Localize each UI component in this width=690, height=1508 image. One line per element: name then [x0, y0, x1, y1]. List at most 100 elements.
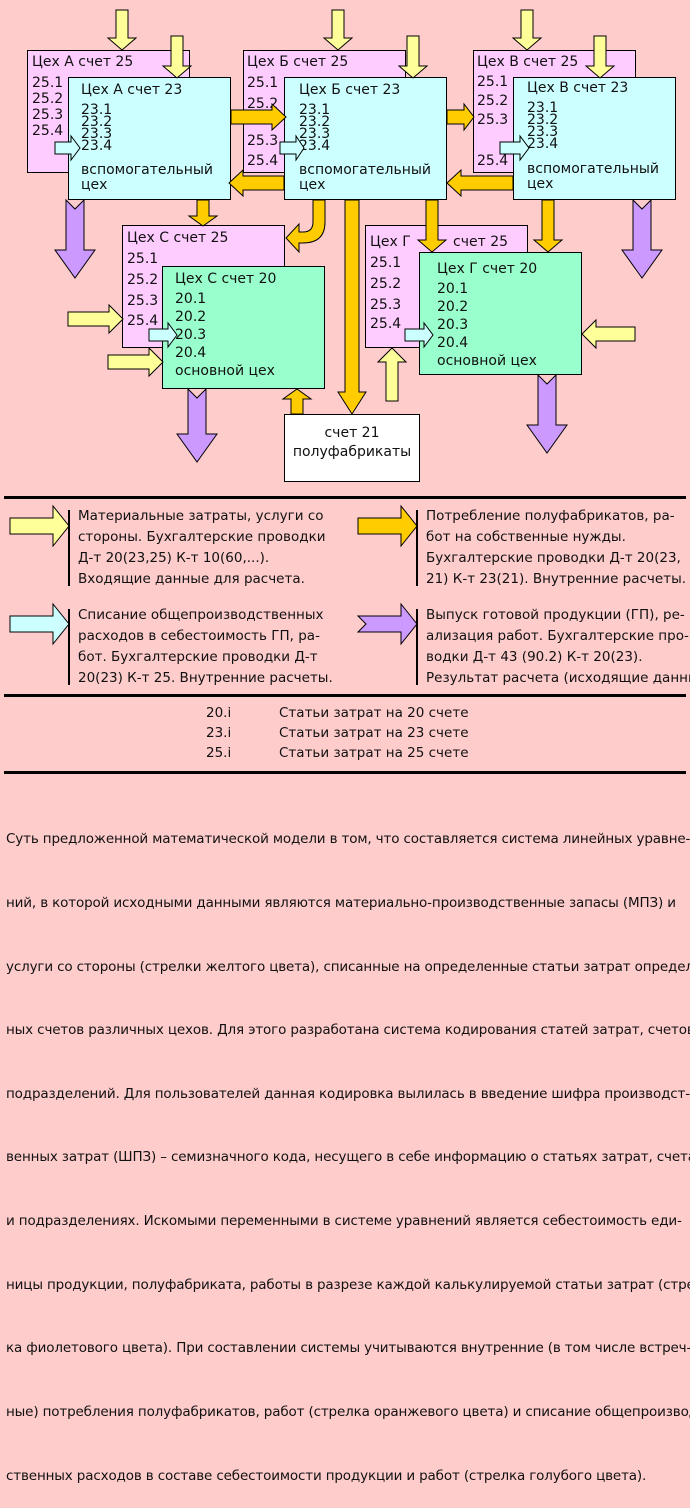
legend-purple-arrow: [356, 602, 418, 646]
orange-flow-arrow: [228, 168, 285, 198]
cost-item: 23.3: [299, 126, 331, 142]
box-title: Цех В счет 23: [527, 80, 629, 96]
purple-output-arrow: [176, 387, 218, 463]
paragraph-line: ний, в которой исходными данными являютс…: [6, 895, 676, 912]
cost-item: 25.3: [247, 133, 279, 149]
cost-item: 20.1: [437, 281, 469, 297]
workshop-b-account-23: Цех Б счет 23 23.1 23.2 23.3 23.4 вспомо…: [284, 77, 447, 200]
legend-line: Потребление полуфабрикатов, ра-: [426, 508, 675, 524]
paragraph-line: венных затрат (ШПЗ) – семизначного кода,…: [6, 1149, 690, 1166]
paragraph-line: и подразделениях. Искомыми переменными в…: [6, 1213, 682, 1230]
cost-item: 25.2: [32, 91, 64, 107]
cost-item: 20.4: [175, 345, 207, 361]
code-desc: Статьи затрат на 23 счете: [279, 725, 469, 741]
legend-line: водки Д-т 43 (90.2) К-т 20(23).: [426, 649, 643, 665]
paragraph-line: ка фиолетового цвета). При составлении с…: [6, 1340, 690, 1357]
cost-item: 23.4: [81, 138, 113, 154]
paragraph-line: ных счетов различных цехов. Для этого ра…: [6, 1022, 690, 1039]
legend-line: Бухгалтерские проводки Д-т 20(23,: [426, 550, 681, 566]
account-21-sublabel: полуфабрикаты: [292, 444, 412, 460]
legend-cyan-arrow: [9, 602, 70, 646]
code: 25.i: [206, 745, 232, 761]
code: 20.i: [206, 705, 232, 721]
cost-item: 25.3: [477, 112, 509, 128]
paragraph-line: ственных расходов в составе себестоимост…: [6, 1467, 647, 1484]
workshop-type: вспомогательный: [81, 162, 214, 178]
cost-item: 25.1: [127, 251, 159, 267]
account-21-semifinished: счет 21 полуфабрикаты: [284, 414, 420, 482]
cost-item: 20.2: [437, 299, 469, 315]
cost-item: 23.1: [299, 102, 331, 118]
legend-orange-text: Потребление полуфабрикатов, ра- бот на с…: [426, 506, 686, 590]
cost-item: 23.2: [299, 114, 331, 130]
legend-line: бот на собственные нужды.: [426, 529, 626, 545]
workshop-type: вспомогательный: [527, 161, 660, 177]
code-desc: Статьи затрат на 20 счете: [279, 705, 469, 721]
divider: [4, 496, 686, 499]
legend-line: расходов в себестоимость ГП, ра-: [78, 628, 320, 644]
account-21-label: счет 21: [324, 425, 380, 441]
cost-item: 25.2: [477, 93, 509, 109]
workshop-v-account-23: Цех В счет 23 23.1 23.2 23.3 23.4 вспомо…: [513, 77, 676, 200]
cost-item: 25.2: [247, 96, 279, 112]
legend-bar: [68, 510, 70, 586]
legend-line: 20(23) К-т 25. Внутренние расчеты.: [78, 670, 333, 686]
cost-item: 23.4: [527, 136, 559, 152]
cost-item: 25.1: [32, 75, 64, 91]
paragraph-line: ные) потребления полуфабрикатов, работ (…: [6, 1403, 690, 1420]
cost-item: 20.3: [437, 317, 469, 333]
workshop-c-account-20: Цех С счет 20 20.1 20.2 20.3 20.4 основн…: [162, 266, 325, 389]
yellow-input-arrow: [67, 303, 124, 335]
workshop-type: основной цех: [175, 363, 275, 379]
purple-output-arrow: [54, 198, 96, 279]
yellow-input-arrow: [376, 347, 408, 402]
legend-line: Выпуск готовой продукции (ГП), ре-: [426, 607, 685, 623]
legend-line: 21) К-т 23(21). Внутренние расчеты.: [426, 571, 687, 587]
workshop-g-account-20: Цех Г счет 20 20.1 20.2 20.3 20.4 основн…: [419, 252, 582, 375]
legend-purple-text: Выпуск готовой продукции (ГП), ре- ализа…: [426, 605, 690, 689]
legend-line: Материальные затраты, услуги со: [78, 508, 324, 524]
purple-output-arrow: [621, 198, 663, 279]
cost-item: 25.4: [370, 316, 402, 332]
cost-item: 20.3: [175, 327, 207, 343]
cost-item: 25.4: [247, 153, 279, 169]
legend-arrows: [9, 504, 418, 646]
cost-item: 25.2: [127, 272, 159, 288]
cost-item: 25.1: [247, 75, 279, 91]
orange-flow-arrow: [446, 102, 475, 132]
legend-yellow-text: Материальные затраты, услуги со стороны.…: [78, 506, 326, 590]
box-title: Цех Г: [370, 234, 411, 250]
cost-flow-diagram: Цех А счет 25 25.1 25.2 25.3 25.4 Цех А …: [0, 0, 690, 490]
cost-item: 20.2: [175, 309, 207, 325]
cost-item: 25.4: [127, 313, 159, 329]
cost-item: 25.3: [32, 107, 64, 123]
legend-line: Списание общепроизводственных: [78, 607, 324, 623]
workshop-type: основной цех: [437, 353, 537, 369]
workshop-type: цех: [299, 177, 326, 193]
description-paragraph: Суть предложенной математической модели …: [6, 787, 690, 1508]
legend-line: ализация работ. Бухгалтерские про-: [426, 628, 689, 644]
box-title: Цех А счет 25: [32, 54, 134, 70]
cost-item: 25.2: [370, 276, 402, 292]
cost-item: 25.1: [477, 74, 509, 90]
legend-line: бот. Бухгалтерские проводки Д-т: [78, 649, 318, 665]
legend-line: стороны. Бухгалтерские проводки: [78, 529, 326, 545]
paragraph-line: Суть предложенной математической модели …: [6, 831, 690, 848]
box-title: Цех Б счет 25: [247, 54, 349, 70]
workshop-type: цех: [81, 177, 108, 193]
cost-item: 23.1: [527, 100, 559, 116]
orange-curved-arrow: [285, 199, 326, 254]
cost-item: 23.4: [299, 138, 331, 154]
box-title: Цех В счет 25: [477, 54, 579, 70]
legend-line: Д-т 20(23,25) К-т 10(60,...).: [78, 550, 270, 566]
workshop-type: цех: [527, 176, 554, 192]
code-desc: Статьи затрат на 25 счете: [279, 745, 469, 761]
box-title: Цех Б счет 23: [299, 82, 401, 98]
cost-item: 25.3: [127, 293, 159, 309]
orange-flow-arrow: [187, 199, 219, 227]
cost-item: 25.4: [477, 153, 509, 169]
legend-line: Результат расчета (исходящие данные).: [426, 670, 690, 686]
yellow-input-arrow: [107, 346, 164, 378]
orange-flow-arrow: [532, 199, 564, 253]
box-title: Цех С счет 25: [127, 230, 229, 246]
